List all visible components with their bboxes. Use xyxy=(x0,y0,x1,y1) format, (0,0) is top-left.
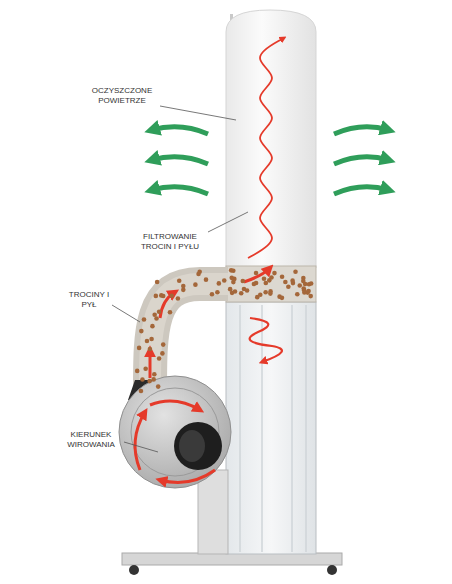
blower-inlet xyxy=(174,422,222,470)
duct-band xyxy=(226,266,316,302)
blower-stand xyxy=(198,470,228,554)
clean-air-arrows xyxy=(152,127,388,194)
wheel xyxy=(129,565,139,575)
blower-housing xyxy=(119,376,231,488)
base-plate xyxy=(122,553,342,565)
callout-label: KIERUNEK WIROWANIA xyxy=(56,430,126,449)
callout-label: OCZYSZCZONE POWIETRZE xyxy=(82,86,162,105)
hose xyxy=(150,284,228,392)
wheel xyxy=(327,565,337,575)
filter-bag xyxy=(226,10,316,268)
collection-bag xyxy=(226,302,316,554)
callout-label: FILTROWANIE TROCIN I PYŁU xyxy=(130,232,210,251)
leader-lines xyxy=(112,106,248,452)
sawdust-dots xyxy=(135,268,314,393)
filter-flow xyxy=(248,38,284,258)
callout-label: TROCINY I PYŁ xyxy=(64,290,114,309)
